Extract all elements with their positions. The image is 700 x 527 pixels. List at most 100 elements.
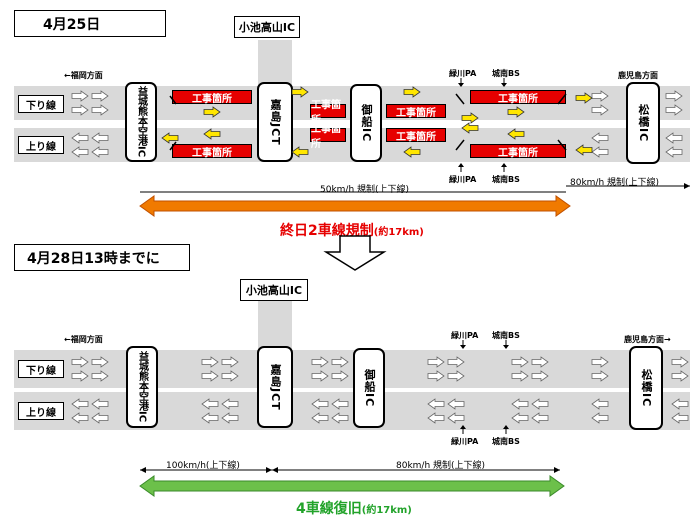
panel1-ic-airport: 益城熊本空港IC <box>125 82 157 162</box>
panel1-dir-left: ←福岡方面 <box>64 71 103 80</box>
panel1-merge-line-5 <box>169 141 177 151</box>
panel2-speed-100: 100km/h(上下線) <box>166 461 240 471</box>
panel2-arrow-up-b-4 <box>311 412 329 424</box>
panel1-merge-line-0 <box>455 93 465 105</box>
panel1-yellow-arrow-up-2 <box>403 146 421 158</box>
panel1-white-arrow-up-e-0 <box>665 132 683 144</box>
panel1-lane-up-label: 上り線 <box>18 136 64 154</box>
panel1-merge-line-3 <box>557 139 567 151</box>
panel2-arrow-up-a-6 <box>427 398 445 410</box>
panel1-work-1: 工事箇所 <box>172 90 252 105</box>
panel1-headline: 終日2車線規制(約17km) <box>280 223 424 239</box>
panel2-arrow-up-a-10 <box>591 398 609 410</box>
panel1-dir-right: 鹿児島方面 <box>618 71 658 80</box>
panel1-work-6: 工事箇所 <box>386 128 446 143</box>
panel2-lane-down-label: 下り線 <box>18 360 64 378</box>
panel2-arrow-down-a-8 <box>511 356 529 368</box>
panel2-arrow-down-b-4 <box>311 370 329 382</box>
panel2-pa-tickhead-top-1 <box>503 345 509 349</box>
panel1-ic-kotakayama: 小池高山IC <box>234 16 300 38</box>
panel2-arrow-up-b-3 <box>221 412 239 424</box>
panel1-white-arrow-up-0 <box>71 132 89 144</box>
panel2-ic-airport: 益城熊本空港IC <box>126 346 158 428</box>
panel1-white-arrow-up-3 <box>91 146 109 158</box>
panel1-pa-bottom: 緑川PA <box>449 175 477 184</box>
panel1-yellow-arrow-up-1 <box>291 146 309 158</box>
panel2-arrow-up-a-3 <box>221 398 239 410</box>
panel2-arrow-down-a-1 <box>91 356 109 368</box>
panel1-yellow-arrow-up-0 <box>203 128 221 140</box>
panel2-arrow-up-a-2 <box>201 398 219 410</box>
panel2-arrow-down-b-5 <box>331 370 349 382</box>
panel1-pa-tickhead-bot-0 <box>458 163 464 167</box>
panel1-white-arrow-down-r-1 <box>591 104 609 116</box>
panel1-yellow-arrow-down-1 <box>291 86 309 98</box>
panel1-date-box: 4月25日 <box>14 10 166 37</box>
panel1-headline-sub: (約17km) <box>373 227 424 238</box>
panel1-white-arrow-down-2 <box>71 104 89 116</box>
panel2-arrow-up-a-11 <box>671 398 689 410</box>
panel1-yellow-arrow-down-0 <box>203 106 221 118</box>
panel2-arrow-down-a-7 <box>447 356 465 368</box>
panel2-arrow-down-b-10 <box>591 370 609 382</box>
panel2-ic-kashima: 嘉島JCT <box>257 346 293 428</box>
panel1-pa-tickhead-top-1 <box>501 83 507 87</box>
panel2-range-arrow <box>139 475 565 497</box>
panel2-arrow-down-a-4 <box>311 356 329 368</box>
panel1-white-arrow-up-r-1 <box>591 146 609 158</box>
panel2-arrow-down-a-0 <box>71 356 89 368</box>
panel2-arrow-down-a-5 <box>331 356 349 368</box>
panel2-pa-tickhead-bot-1 <box>503 425 509 429</box>
panel2-ic-matsubase: 松橋IC <box>629 346 663 430</box>
panel2-arrow-up-a-4 <box>311 398 329 410</box>
panel1-yellow-arrow-down-4 <box>575 92 593 104</box>
panel2-pa-bottom: 緑川PA <box>451 437 479 446</box>
panel2-arrow-up-a-7 <box>447 398 465 410</box>
panel1-white-arrow-up-1 <box>91 132 109 144</box>
panel2-arrow-up-b-2 <box>201 412 219 424</box>
panel2-arrow-down-a-6 <box>427 356 445 368</box>
panel1-white-arrow-up-e-1 <box>665 146 683 158</box>
panel2-speed-80: 80km/h 規制(上下線) <box>396 461 486 471</box>
panel1-yellow-arrow-down-5 <box>461 112 479 124</box>
panel1-yellow-arrow-up-5 <box>161 132 179 144</box>
panel1-pa-tickhead-top-0 <box>458 83 464 87</box>
panel1-white-arrow-down-e-1 <box>665 104 683 116</box>
panel2-headline: 4車線復旧(約17km) <box>296 501 412 517</box>
panel2-date: 4月28日13時までに <box>27 250 160 267</box>
panel1-white-arrow-up-r-0 <box>591 132 609 144</box>
panel1-ic-mifune: 御船IC <box>350 84 382 162</box>
panel1-work-7: 工事箇所 <box>470 90 566 105</box>
panel2-date-box: 4月28日13時までに <box>14 244 190 271</box>
panel1-ic-matsubase: 松橋IC <box>626 82 660 164</box>
panel1-white-arrow-down-3 <box>91 104 109 116</box>
panel2-arrow-down-b-3 <box>221 370 239 382</box>
panel2-dir-left: ←福岡方面 <box>64 335 103 344</box>
panel1-yellow-arrow-down-2 <box>403 86 421 98</box>
panel2-arrow-up-b-1 <box>91 412 109 424</box>
panel2-speed-right-head <box>554 467 560 473</box>
panel2-arrow-up-a-0 <box>71 398 89 410</box>
panel1-white-arrow-down-e-0 <box>665 90 683 102</box>
panel2-pa-tickhead-bot-0 <box>460 425 466 429</box>
panel1-white-arrow-down-0 <box>71 90 89 102</box>
panel2-bs-top: 城南BS <box>492 331 520 340</box>
panel2-speed-left-head <box>140 467 146 473</box>
panel2-arrow-down-b-0 <box>71 370 89 382</box>
panel2-lane-up-label: 上り線 <box>18 402 64 420</box>
panel1-work-2: 工事箇所 <box>172 144 252 159</box>
panel2-connector-road <box>258 300 292 350</box>
panel2-arrow-down-b-7 <box>447 370 465 382</box>
panel2-arrow-up-b-8 <box>511 412 529 424</box>
panel2-pa-tickhead-top-0 <box>460 345 466 349</box>
panel2-headline-sub: (約17km) <box>361 505 412 516</box>
panel2-arrow-up-b-11 <box>671 412 689 424</box>
panel2-speed-mid-head-b <box>272 467 278 473</box>
panel2-arrow-down-a-11 <box>671 356 689 368</box>
panel2-arrow-up-a-8 <box>511 398 529 410</box>
panel1-white-arrow-up-2 <box>71 146 89 158</box>
panel1-lane-down-label: 下り線 <box>18 95 64 113</box>
panel1-bs-bottom: 城南BS <box>492 175 520 184</box>
panel2-ic-kotakayama: 小池高山IC <box>240 279 308 301</box>
